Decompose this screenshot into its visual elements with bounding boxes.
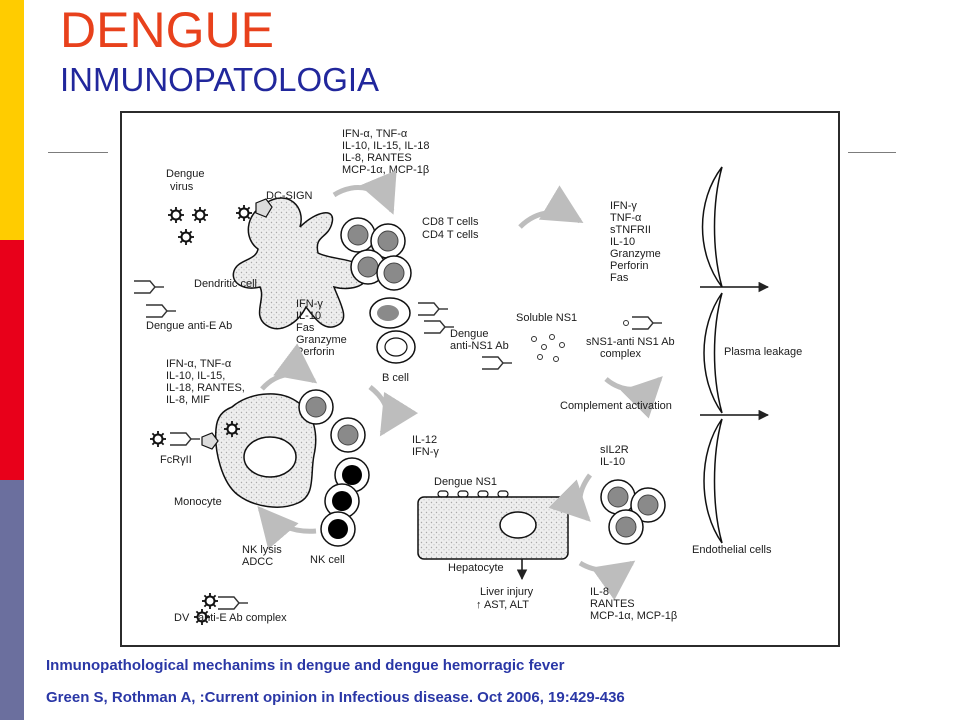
b-cell-inner <box>384 337 408 357</box>
dengue-anti-ns1-ab-label: Dengue anti-NS1 Ab <box>450 328 509 352</box>
dendritic-cell <box>232 197 368 330</box>
hepatocyte-cytokines-label: IL-8 RANTES MCP-1α, MCP-1β <box>590 586 677 622</box>
dc-cytokines-label: IFN-α, TNF-α IL-10, IL-15, IL-18 IL-8, R… <box>342 128 433 176</box>
dc-sign-receptor <box>255 198 273 218</box>
soluble-ns1-label: Soluble NS1 <box>516 312 577 324</box>
sidebar-slate-segment <box>0 480 24 720</box>
sidebar-color-bar <box>0 0 24 720</box>
hepatocyte-nucleus <box>499 511 537 539</box>
lymph-to-hepatocyte-arrow <box>548 473 593 522</box>
complex-to-complement-arrow <box>604 376 663 419</box>
endothelial-cells-label: Endothelial cells <box>692 544 772 556</box>
left-divider-rule <box>48 152 108 153</box>
sidebar-yellow-segment <box>0 0 24 240</box>
monocyte-label: Monocyte <box>174 496 222 508</box>
sil2r-label: sIL2R IL-10 <box>600 444 632 468</box>
dendritic-cell-label: Dendritic cell <box>194 278 257 290</box>
b-cell-nucleus <box>377 305 399 321</box>
slide-title: DENGUE <box>60 2 274 58</box>
plasma-leakage-label: Plasma leakage <box>724 346 802 358</box>
dc-to-tcell-arrow <box>332 170 397 215</box>
sns1-complex-label: sNS1-anti NS1 Ab complex <box>586 336 678 360</box>
tcell-to-cytokines-arrow <box>518 185 584 229</box>
ns1-surface-bumps <box>437 490 509 498</box>
soluble-ns1-molecules <box>531 334 565 362</box>
bcell-to-nk-arrow <box>368 385 419 437</box>
b-cell-label: B cell <box>382 372 409 384</box>
monocyte-nucleus <box>243 436 297 478</box>
slide-subtitle: INMUNOPATOLOGIA <box>60 61 380 98</box>
dengue-ns1-label: Dengue NS1 <box>434 476 497 488</box>
nk-lysis-label: NK lysis ADCC <box>242 544 285 568</box>
dc-sign-label: DC-SIGN <box>266 190 313 202</box>
hepatocyte-to-cytokines-arrow <box>578 560 636 601</box>
nk-cell-label: NK cell <box>310 554 345 566</box>
right-divider-rule <box>848 152 896 153</box>
hepatocyte <box>417 496 569 560</box>
complement-activation-label: Complement activation <box>560 400 672 412</box>
caption-line-1: Inmunopathological mechanims in dengue a… <box>46 657 565 674</box>
endothelial-cells <box>701 166 723 544</box>
monocyte-cytokine-arrow <box>260 343 318 391</box>
sns1-antibody-complex <box>623 316 663 330</box>
t-cell-cytokines-label: IFN-γ TNF-α sTNFRII IL-10 Granzyme Perfo… <box>610 200 664 284</box>
monocyte-cytokines-label: IFN-α, TNF-α IL-10, IL-15, IL-18, RANTES… <box>166 358 248 406</box>
liver-injury-label: Liver injury ↑ AST, ALT <box>476 586 536 611</box>
fcr-label: FcRγII <box>160 454 192 466</box>
t-cells-label: CD8 T cells CD4 T cells <box>422 216 482 241</box>
sidebar-red-segment <box>0 240 24 480</box>
caption-line-2: Green S, Rothman A, :Current opinion in … <box>46 689 625 706</box>
il12-label: IL-12 IFN-γ <box>412 434 440 458</box>
dengue-virus-label: Dengue virus <box>166 168 208 193</box>
dengue-anti-e-ab-label: Dengue anti-E Ab <box>146 320 232 332</box>
dengue-immunopathology-diagram: Dengue virus DC-SIGN Dendritic cell IFN-… <box>120 111 840 647</box>
fcr-receptor <box>201 432 219 450</box>
hepatocyte-label: Hepatocyte <box>448 562 504 574</box>
dv-complex-label: DV anti-E Ab complex <box>174 612 287 624</box>
nk-to-monocyte-arrow <box>257 505 317 550</box>
